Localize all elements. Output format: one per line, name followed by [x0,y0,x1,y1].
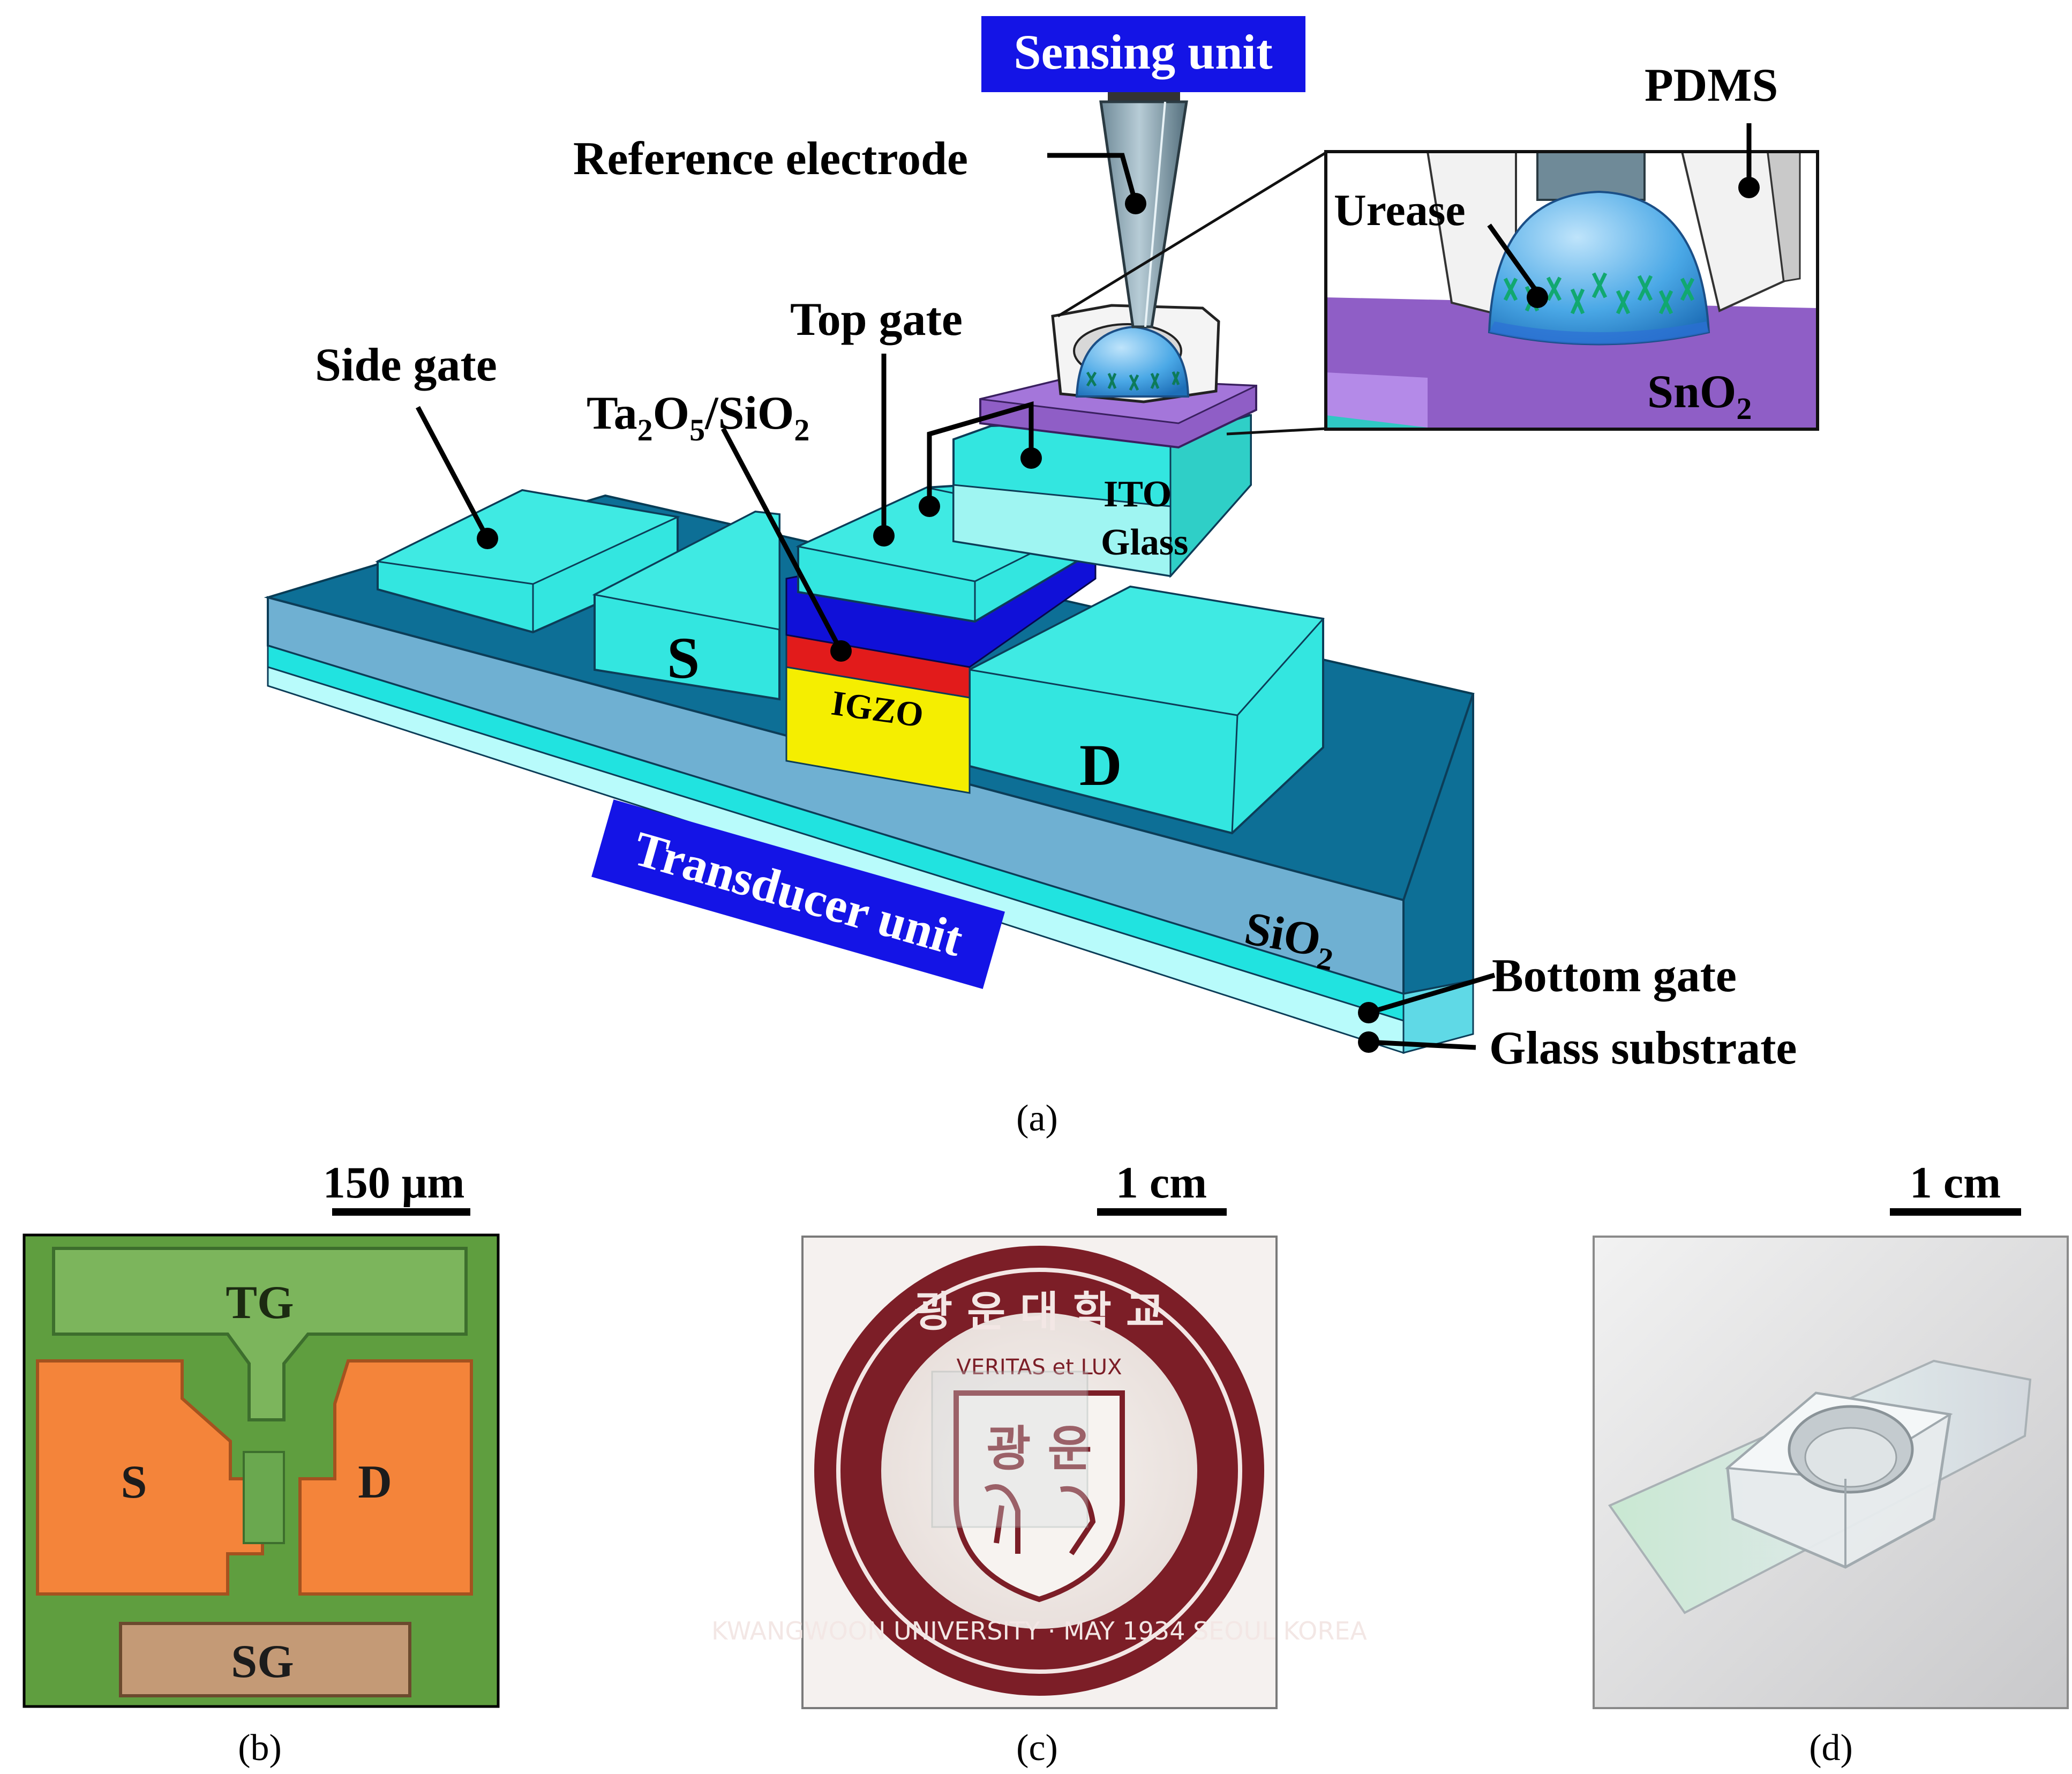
university-seal: 광 운 대 학 교 KWANGWOON UNIVERSITY · MAY 193… [711,1246,1367,1696]
tg-pad [52,1247,468,1421]
top-gate-label: Top gate [790,294,963,346]
pdms-block [1725,1391,1953,1569]
drain-label: D [1079,732,1122,798]
sno2-inset-label: SnO2 [1647,366,1752,426]
reference-electrode-label: Reference electrode [573,133,968,185]
ito-label: ITO [1103,474,1172,515]
glass-label: Glass [1101,522,1188,563]
panel-b-caption: (b) [238,1727,282,1769]
sg-pad [119,1622,411,1697]
panel-a: Sensing unit Transducer unit Reference e… [264,16,1819,1139]
seal-motto: VERITAS et LUX [956,1355,1122,1380]
pdms-label: PDMS [1645,59,1778,111]
drain-electrode [967,585,1325,835]
sg-label: SG [231,1636,294,1688]
seal-crest [954,1390,1125,1603]
d-label-b: D [358,1456,392,1508]
scale-label-c: 1 cm [1116,1158,1207,1208]
source-label: S [667,625,700,691]
panel-a-caption: (a) [1016,1098,1058,1139]
seal-ring-text: KWANGWOON UNIVERSITY · MAY 1934 SEOUL KO… [711,1616,1367,1645]
channel-region [243,1451,285,1544]
zoom-line-bottom [1226,427,1326,436]
panel-c-caption: (c) [1016,1727,1058,1769]
zoom-line-top [1057,151,1327,318]
transparent-chip [931,1371,1088,1528]
urease-enzymes-small [1086,371,1180,391]
source-electrode [592,510,780,701]
urease-label: Urease [1334,185,1466,235]
sensing-unit-label: Sensing unit [1014,25,1273,79]
s-label-b: S [121,1456,147,1508]
panel-b: 150 μm TG S D SG (b) [22,1158,500,1769]
leader-dots [477,177,1760,1053]
seal-hangul-top: 광 운 대 학 교 [914,1288,1164,1336]
ta2o5-sio2-label: Ta2O5/SiO2 [587,387,809,447]
panel-c: 1 cm 광 운 대 학 교 KWANGWOON UNIVERSITY · MA… [711,1158,1367,1769]
scale-label-b: 150 μm [323,1158,465,1208]
panel-d-caption: (d) [1809,1727,1853,1769]
panel-d: 1 cm (d) [1593,1158,2069,1769]
drain-pad [298,1359,473,1596]
seal-hangul-center: 광 운 [987,1421,1092,1477]
sensing-unit-box [981,16,1305,92]
tg-label: TG [226,1277,294,1329]
scale-label-d: 1 cm [1910,1158,2001,1208]
side-gate-label: Side gate [315,339,497,391]
glass-substrate-label: Glass substrate [1489,1022,1797,1074]
bottom-gate-label: Bottom gate [1492,950,1737,1002]
